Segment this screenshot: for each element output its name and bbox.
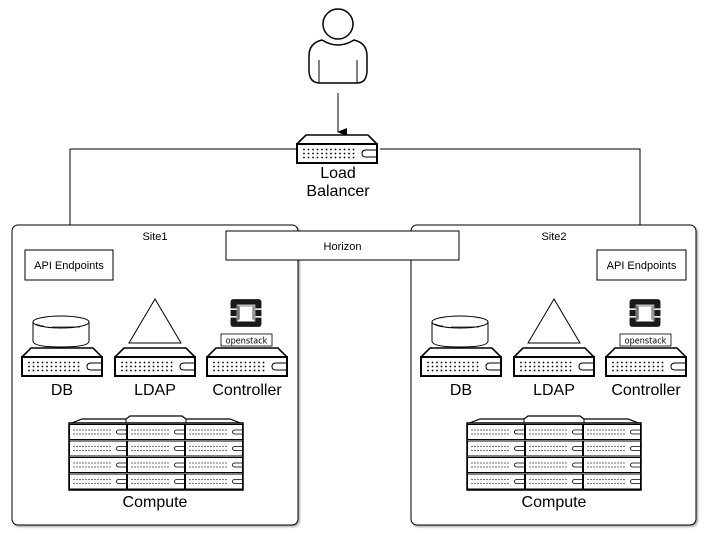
compute-label: Compute <box>522 494 587 511</box>
ldap-node: LDAP <box>514 298 594 399</box>
compute-blade-icon <box>526 474 583 489</box>
ldap-node: LDAP <box>115 298 195 399</box>
compute-blade-icon <box>584 458 641 473</box>
openstack-badge: openstack <box>226 337 268 347</box>
load-balancer: Load Balancer <box>297 135 377 200</box>
triangle-icon <box>527 298 581 344</box>
triangle-icon <box>128 298 182 344</box>
api-endpoints-box[interactable]: API Endpoints <box>24 249 114 281</box>
user-icon <box>308 8 368 84</box>
load-balancer-label-line2: Balancer <box>306 183 370 200</box>
compute-label: Compute <box>123 494 188 511</box>
compute-blade-icon <box>468 425 525 440</box>
server-icon <box>115 348 195 376</box>
db-node: DB <box>22 315 102 399</box>
connectors <box>69 93 649 249</box>
node-label: DB <box>51 382 73 399</box>
server-icon <box>606 348 686 376</box>
compute-blade-icon <box>526 425 583 440</box>
compute-blade-icon <box>70 441 127 456</box>
compute-blade-icon <box>468 474 525 489</box>
lb-to-site2-line <box>380 148 649 249</box>
compute-blade-icon <box>584 474 641 489</box>
compute-blade-icon <box>70 458 127 473</box>
site-title: Site2 <box>541 231 566 243</box>
compute-blade-icon <box>468 441 525 456</box>
controller-node: openstack Controller <box>207 299 287 399</box>
database-icon <box>431 315 489 348</box>
compute-cluster: Compute <box>68 415 244 511</box>
horizon-label: Horizon <box>324 241 362 253</box>
node-label: Controller <box>212 382 282 399</box>
compute-blade-icon <box>468 458 525 473</box>
database-icon <box>32 315 90 348</box>
node-label: LDAP <box>134 382 176 399</box>
server-icon <box>421 348 501 376</box>
compute-blade-icon <box>526 441 583 456</box>
compute-blade-icon <box>186 425 243 440</box>
compute-blade-icon <box>584 425 641 440</box>
openstack-badge: openstack <box>625 337 667 347</box>
compute-blade-icon <box>128 425 185 440</box>
server-icon <box>514 348 594 376</box>
api-endpoints-label: API Endpoints <box>607 260 677 272</box>
api-endpoints-label: API Endpoints <box>34 260 104 272</box>
site-title: Site1 <box>142 231 167 243</box>
load-balancer-label-line1: Load <box>320 165 356 182</box>
compute-blade-icon <box>70 474 127 489</box>
compute-blade-icon <box>526 458 583 473</box>
compute-blade-icon <box>70 425 127 440</box>
api-endpoints-box[interactable]: API Endpoints <box>596 249 687 281</box>
compute-blade-icon <box>186 458 243 473</box>
compute-blade-icon <box>128 441 185 456</box>
controller-node: openstack Controller <box>606 299 686 399</box>
node-label: Controller <box>611 382 681 399</box>
server-icon <box>207 348 287 376</box>
compute-cluster: Compute <box>466 415 642 511</box>
db-node: DB <box>421 315 501 399</box>
node-label: LDAP <box>533 382 575 399</box>
horizon-box[interactable]: Horizon <box>225 230 460 261</box>
server-icon <box>22 348 102 376</box>
compute-blade-icon <box>186 474 243 489</box>
site-2: Site2 API Endpoints DB LDAP openst <box>410 224 697 526</box>
lb-to-site1-line <box>69 148 296 249</box>
compute-blade-icon <box>128 458 185 473</box>
compute-blade-icon <box>128 474 185 489</box>
node-label: DB <box>450 382 472 399</box>
site-1: Site1 API Endpoints DB LDAP openst <box>11 224 299 526</box>
server-icon <box>297 135 377 163</box>
compute-blade-icon <box>186 441 243 456</box>
compute-blade-icon <box>584 441 641 456</box>
